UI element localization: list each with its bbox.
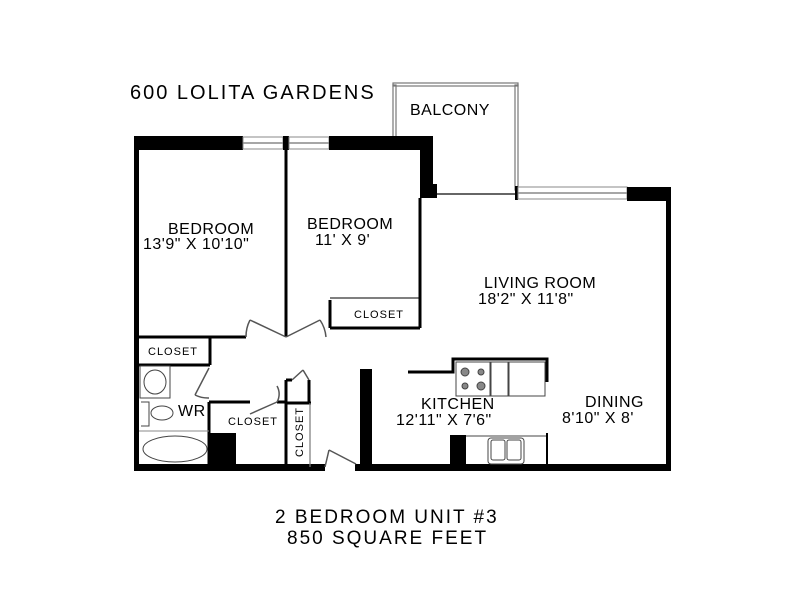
- toilet-icon: [150, 405, 174, 421]
- fridge-icon: [508, 361, 546, 397]
- bathroom-fixtures: [139, 365, 209, 463]
- closet-label-2: CLOSET: [354, 309, 404, 321]
- bedroom-1-dimensions: 13'9" X 10'10": [143, 236, 249, 253]
- unit-area: 850 SQUARE FEET: [287, 528, 488, 549]
- closet-label-1: CLOSET: [148, 346, 198, 358]
- bedroom-2-dimensions: 11' X 9': [315, 232, 370, 249]
- kitchen-name: KITCHEN: [421, 396, 495, 413]
- bedroom-2-name: BEDROOM: [307, 216, 393, 233]
- balcony: BALCONY: [392, 82, 519, 191]
- sink-icon: [143, 369, 167, 395]
- stove-icon: [455, 361, 491, 397]
- closet-label-3: CLOSET: [228, 416, 278, 428]
- washroom-label: WR: [178, 403, 206, 420]
- dining-name: DINING: [585, 394, 644, 411]
- kitchen-dimensions: 12'11" X 7'6": [396, 412, 492, 429]
- living-room-name: LIVING ROOM: [484, 275, 596, 292]
- exterior-walls: [134, 136, 671, 471]
- living-room-dimensions: 18'2" X 11'8": [478, 291, 574, 308]
- closet-label-4: CLOSET: [294, 407, 306, 457]
- kitchen-sink-icon: [487, 437, 525, 465]
- building-name: 600 LOLITA GARDENS: [130, 82, 376, 104]
- unit-type: 2 BEDROOM UNIT #3: [275, 507, 499, 528]
- kitchen-fixtures: [455, 361, 546, 465]
- room-labels: BEDROOM 13'9" X 10'10" BEDROOM 11' X 9' …: [143, 216, 644, 457]
- bedroom-1-name: BEDROOM: [168, 221, 254, 238]
- balcony-label: BALCONY: [410, 102, 490, 119]
- bathtub-icon: [142, 435, 208, 463]
- interior-walls: [139, 150, 549, 467]
- doors: [194, 319, 357, 468]
- dining-dimensions: 8'10" X 8': [562, 410, 634, 427]
